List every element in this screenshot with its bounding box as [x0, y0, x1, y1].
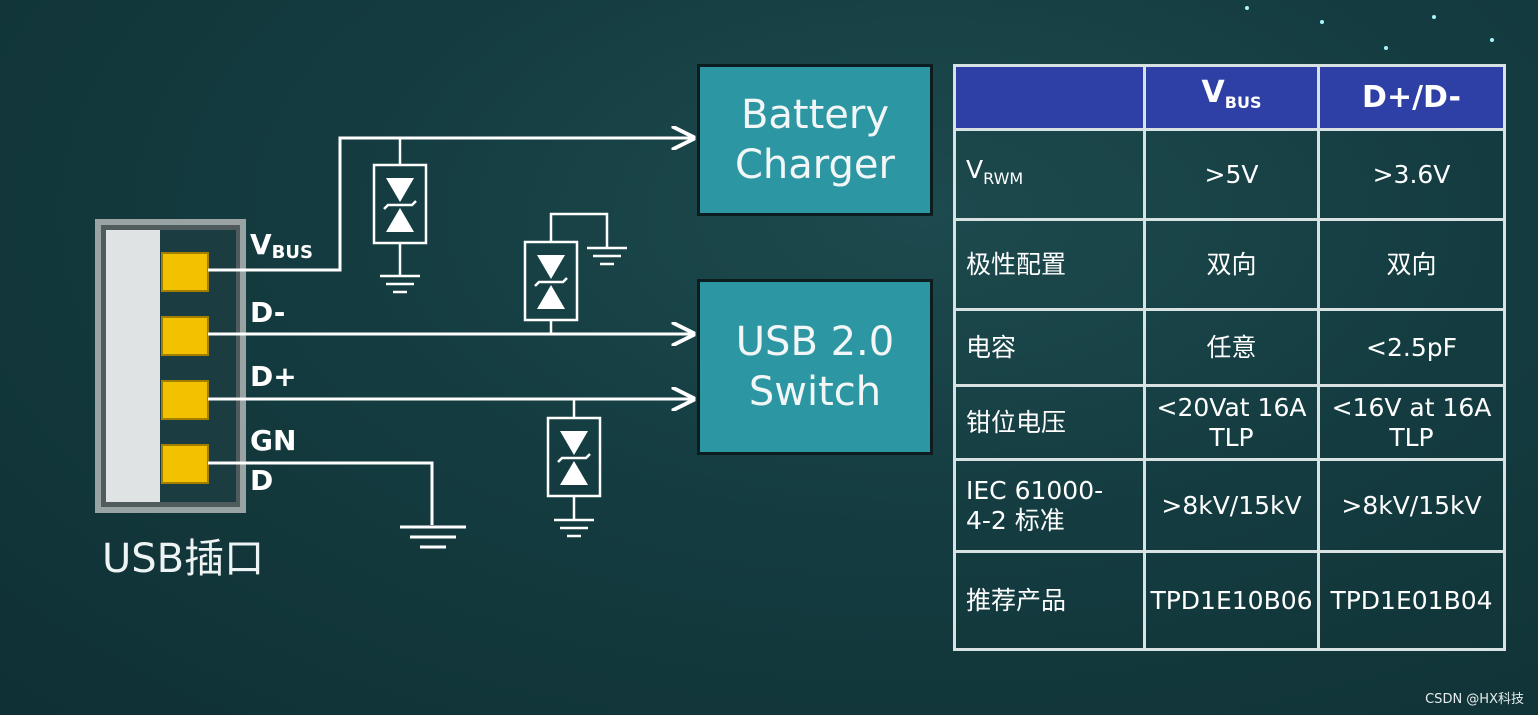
tvs-diode-dplus	[546, 399, 602, 538]
row-label-vrwm: VRWM	[953, 128, 1146, 221]
pin-dplus	[161, 380, 209, 420]
usb-switch-line-2: Switch	[748, 369, 882, 415]
table-row: IEC 61000- 4-2 标准 >8kV/15kV >8kV/15kV	[953, 458, 1506, 553]
battery-charger-box: Battery Charger	[697, 64, 933, 216]
battery-charger-line-1: Battery	[740, 92, 890, 138]
decor-star	[1320, 20, 1324, 24]
pin-label-vbus: VBUS	[250, 228, 313, 263]
row-label-capacitance: 电容	[953, 308, 1146, 387]
usb-switch-box: USB 2.0 Switch	[697, 279, 933, 455]
cell-data: <16V at 16A TLP	[1317, 384, 1506, 461]
ground-symbol	[400, 525, 466, 549]
row-label-iec-line-2: 4-2 标准	[966, 505, 1065, 535]
table-header-row: VBUS D+/D-	[953, 64, 1506, 131]
table-row: 推荐产品 TPD1E10B06 TPD1E01B04	[953, 550, 1506, 651]
cell-vbus: 任意	[1143, 308, 1320, 387]
table-row: VRWM >5V >3.6V	[953, 128, 1506, 221]
spec-table: VBUS D+/D- VRWM >5V >3.6V 极性配置 双向 双向 电容 …	[953, 64, 1506, 651]
pin-gnd	[161, 444, 209, 484]
usb-connector-insert	[106, 230, 164, 502]
cell-vbus-line-1: <20Vat 16A	[1156, 392, 1307, 422]
pin-dminus	[161, 316, 209, 356]
watermark: CSDN @HX科技	[1425, 692, 1524, 707]
cell-data: 双向	[1317, 218, 1506, 311]
header-empty	[953, 64, 1146, 131]
cell-vbus: 双向	[1143, 218, 1320, 311]
row-label-recommended: 推荐产品	[953, 550, 1146, 651]
usb-connector-label: USB插口	[102, 536, 265, 582]
cell-data: TPD1E01B04	[1317, 550, 1506, 651]
row-label-polarity: 极性配置	[953, 218, 1146, 311]
cell-vbus: >5V	[1143, 128, 1320, 221]
cell-vbus: >8kV/15kV	[1143, 458, 1320, 553]
row-label-iec-line-1: IEC 61000-	[966, 475, 1104, 505]
pin-label-gnd-2: D	[250, 464, 274, 497]
cell-vbus: TPD1E10B06	[1143, 550, 1320, 651]
row-label-clamp: 钳位电压	[953, 384, 1146, 461]
table-row: 钳位电压 <20Vat 16A TLP <16V at 16A TLP	[953, 384, 1506, 461]
usb-switch-line-1: USB 2.0	[735, 319, 895, 365]
battery-charger-line-2: Charger	[735, 142, 895, 188]
tvs-diode-vbus	[372, 138, 428, 294]
cell-data: >3.6V	[1317, 128, 1506, 221]
wire-vbus	[208, 138, 693, 272]
decor-star	[1490, 38, 1494, 42]
cell-data: <2.5pF	[1317, 308, 1506, 387]
decor-star	[1245, 6, 1249, 10]
tvs-diode-dminus	[523, 212, 627, 334]
pin-label-dminus: D-	[250, 296, 286, 329]
table-row: 电容 任意 <2.5pF	[953, 308, 1506, 387]
cell-data: >8kV/15kV	[1317, 458, 1506, 553]
cell-data-line-2: TLP	[1389, 422, 1434, 452]
pin-label-gnd-1: GN	[250, 424, 297, 457]
cell-data-line-1: <16V at 16A	[1331, 392, 1492, 422]
cell-vbus: <20Vat 16A TLP	[1143, 384, 1320, 461]
decor-star	[1432, 15, 1436, 19]
header-vbus: VBUS	[1143, 64, 1320, 131]
header-data-lines: D+/D-	[1317, 64, 1506, 131]
decor-star	[1384, 46, 1388, 50]
table-row: 极性配置 双向 双向	[953, 218, 1506, 311]
pin-vbus	[161, 252, 209, 292]
pin-label-dplus: D+	[250, 360, 297, 393]
cell-vbus-line-2: TLP	[1209, 422, 1254, 452]
row-label-iec: IEC 61000- 4-2 标准	[953, 458, 1146, 553]
wire-gnd	[208, 461, 434, 525]
